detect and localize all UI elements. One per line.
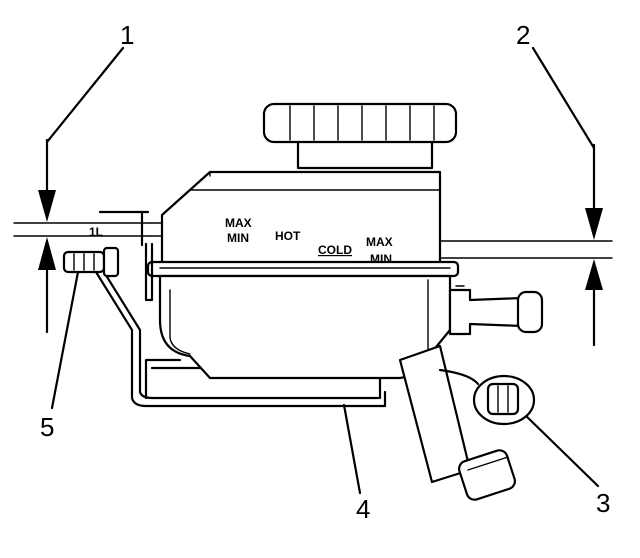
callout-3: 3 xyxy=(596,488,610,518)
hot-max-label: MAX xyxy=(225,216,252,230)
reservoir-cap xyxy=(262,102,458,144)
reservoir-body xyxy=(144,138,460,380)
left-level-arrow xyxy=(38,138,56,334)
clip-bolt xyxy=(62,246,120,278)
cold-label: COLD xyxy=(318,243,352,257)
mounting-bolt xyxy=(438,368,536,426)
hot-min-label: MIN xyxy=(227,231,249,245)
right-level-arrow xyxy=(585,143,603,347)
callout-1: 1 xyxy=(120,20,134,50)
hot-label: HOT xyxy=(275,229,301,243)
callout-4: 4 xyxy=(356,494,370,524)
cold-min-label: MIN xyxy=(370,252,392,266)
outlet-pipe xyxy=(448,285,544,336)
callout-5: 5 xyxy=(40,412,54,442)
top-bracket xyxy=(98,210,150,247)
leader-lines xyxy=(45,46,600,495)
callout-2: 2 xyxy=(516,20,530,50)
cold-max-label: MAX xyxy=(366,235,393,249)
hose-nipple xyxy=(398,344,516,501)
one-liter-label: 1L xyxy=(89,225,103,239)
